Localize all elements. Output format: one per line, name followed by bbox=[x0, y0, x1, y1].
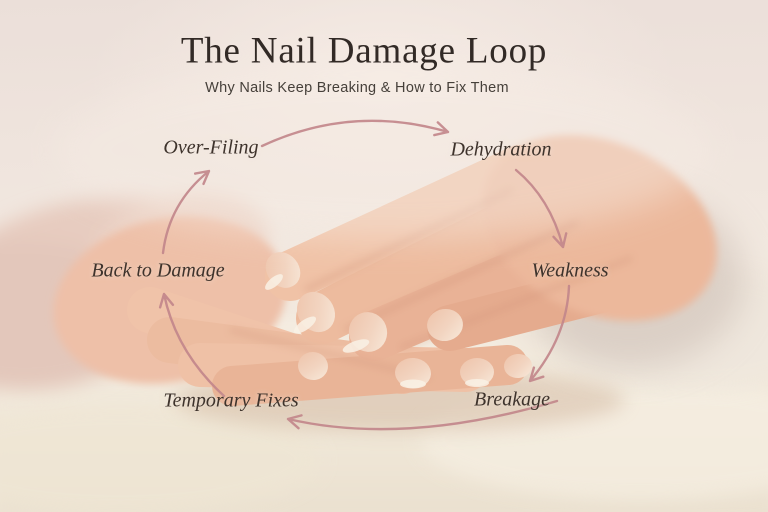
arrow-backtodamage-to-overfiling bbox=[161, 169, 211, 255]
arrow-temporaryfixes-to-backtodamage bbox=[158, 292, 226, 398]
arrow-dehydration-to-weakness bbox=[514, 168, 568, 249]
page-subtitle: Why Nails Keep Breaking & How to Fix The… bbox=[205, 80, 509, 96]
light-haze bbox=[54, 60, 714, 240]
arrow-breakage-to-temporaryfixes bbox=[286, 399, 559, 431]
stage-label-over-filing: Over-Filing bbox=[163, 136, 259, 159]
page-title: The Nail Damage Loop bbox=[180, 30, 548, 72]
arrow-weakness-to-breakage bbox=[528, 284, 571, 383]
fingernails bbox=[265, 252, 532, 389]
stage-label-weakness: Weakness bbox=[531, 259, 609, 282]
stage-label-back-to-damage: Back to Damage bbox=[91, 259, 225, 282]
arrow-overfiling-to-dehydration bbox=[260, 119, 450, 148]
stage-label-breakage: Breakage bbox=[474, 388, 550, 411]
stage-label-temporary-fixes: Temporary Fixes bbox=[163, 389, 299, 412]
stage-label-dehydration: Dehydration bbox=[450, 138, 552, 161]
